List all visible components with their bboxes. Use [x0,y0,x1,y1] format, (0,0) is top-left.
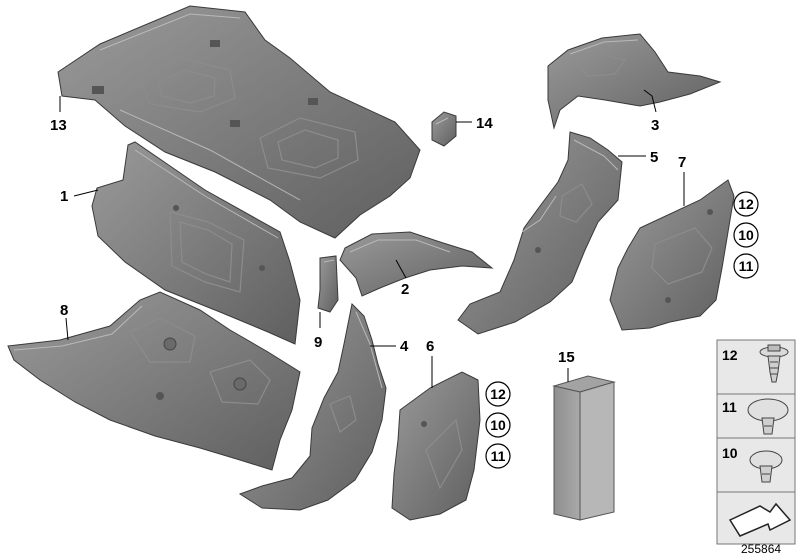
callout-15: 15 [558,349,575,366]
callout-14: 14 [476,115,493,132]
callout-2: 2 [401,281,409,298]
part-6-lower-panel-insulation [391,371,481,521]
circled-callout-10: 10 [738,227,754,243]
part-2-wheel-arch-insulation [339,231,494,297]
callout-9: 9 [314,334,322,351]
callout-4: 4 [400,338,409,355]
callout-6: 6 [426,338,434,355]
part-8-floor-insulation [7,291,301,471]
document-id: 255864 [741,542,781,556]
circled-group-lower: 12 10 11 [485,381,511,469]
circled-callout-12: 12 [738,196,754,212]
part-4-lower-side-insulation [238,302,387,511]
legend-number-11: 11 [722,399,737,415]
circled-callout-12: 12 [490,386,506,402]
callout-7: 7 [678,154,686,171]
part-14-foam-block [431,111,457,147]
part-7-side-panel-insulation [609,179,735,331]
circled-group-upper: 12 10 11 [733,191,759,279]
circled-callout-11: 11 [739,258,754,274]
callout-8: 8 [60,302,68,319]
fastener-legend: 12 11 10 [716,339,796,545]
expanding-rivet-small-icon [749,450,783,483]
callout-5: 5 [650,149,658,166]
callout-1: 1 [60,188,68,205]
callout-3: 3 [651,117,659,134]
part-1-rear-panel-insulation [91,141,301,345]
part-5-side-insulation [457,131,623,335]
leader-lines [59,89,685,388]
part-3-upper-insulation [547,33,722,130]
legend-number-10: 10 [722,445,738,461]
circled-callout-11: 11 [491,448,506,464]
expanding-rivet-large-icon [747,398,789,435]
part-13-rear-shelf-insulation [57,5,421,239]
circled-callout-10: 10 [490,417,506,433]
legend-number-12: 12 [722,347,738,363]
part-15-foam-block [552,375,616,521]
part-9-bracket [317,255,339,313]
direction-arrow-icon [728,502,792,537]
callout-13: 13 [50,117,67,134]
callout-numbers: 13 14 1 2 3 5 7 8 9 4 6 15 [50,115,686,366]
push-rivet-clip-icon [759,344,789,383]
